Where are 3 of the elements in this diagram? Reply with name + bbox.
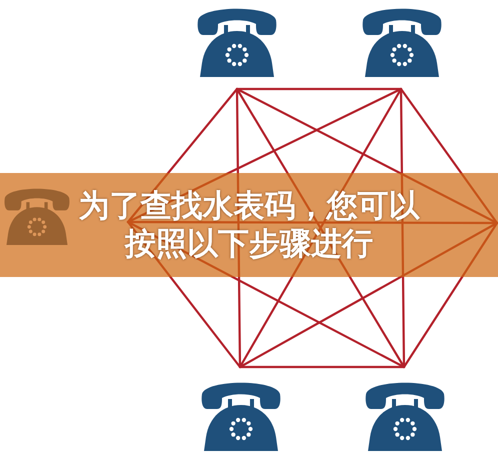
title: 为了查找水表码，您可以按照以下步骤进行: [78, 187, 421, 263]
connector-line: [236, 88, 402, 90]
connector-line: [238, 366, 406, 368]
